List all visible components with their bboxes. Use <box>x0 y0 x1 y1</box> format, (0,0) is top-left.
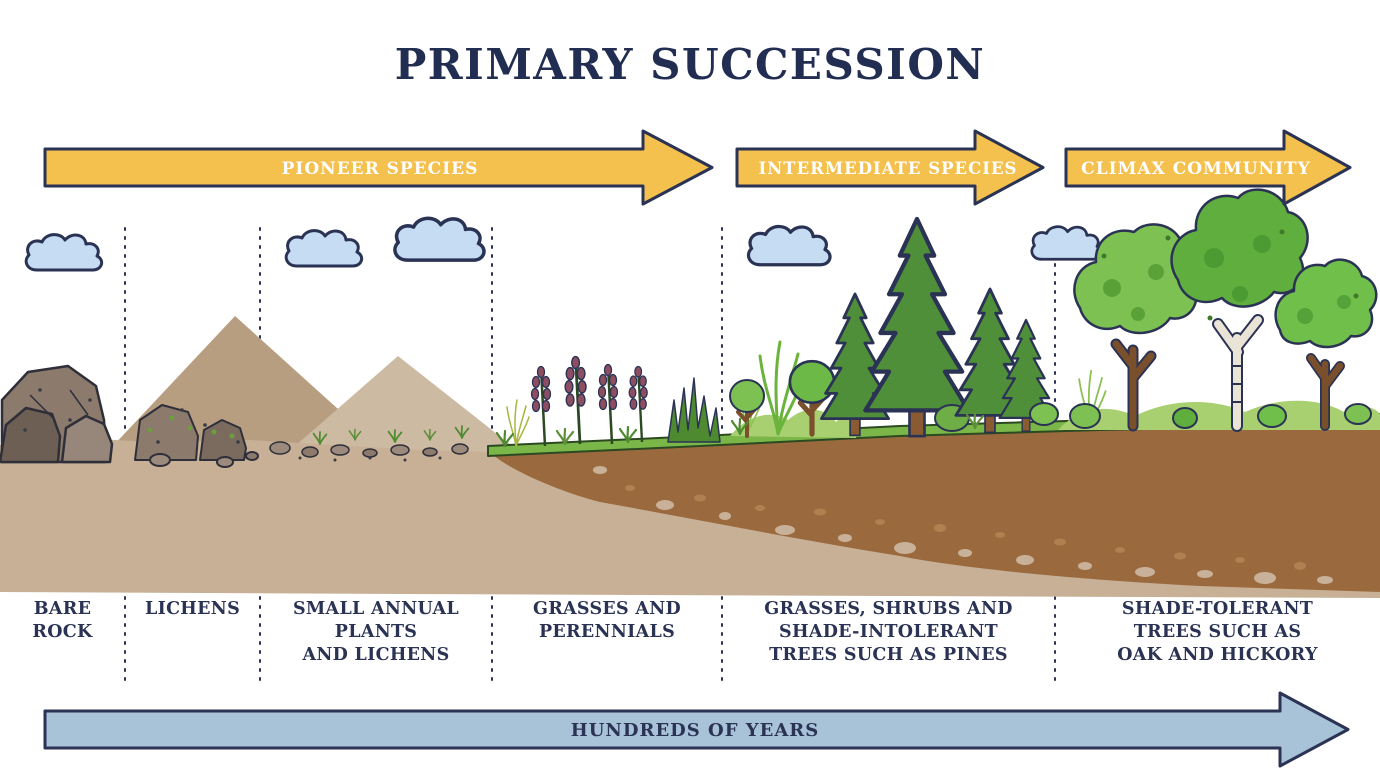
pioneer-arrow-label: PIONEER SPECIES <box>282 159 479 179</box>
intermediate-arrow-label: INTERMEDIATE SPECIES <box>759 159 1018 178</box>
cloud-icon <box>746 224 832 267</box>
cloud-icon <box>24 233 104 272</box>
stage-label-grasses-perennials: GRASSES AND PERENNIALS <box>532 599 682 643</box>
phase-arrows <box>43 129 1352 206</box>
flower-spike <box>627 365 649 444</box>
big-tree-birch <box>1170 188 1309 432</box>
lichen-rocks <box>23 388 259 468</box>
pioneer-arrow <box>43 129 714 206</box>
stage-label-bare-rock: BARE ROCK <box>32 599 93 643</box>
stage-label-lichens: LICHENS <box>144 599 241 619</box>
timeline-arrow <box>43 691 1350 768</box>
flower-spike <box>563 355 588 446</box>
leaf-dots <box>1101 229 1359 321</box>
bush <box>1172 407 1198 429</box>
intermediate-arrow <box>735 129 1045 206</box>
big-tree <box>1073 223 1202 432</box>
climax-forest <box>1069 188 1378 432</box>
bush <box>1029 402 1059 426</box>
bare-rock-boulders <box>0 364 114 464</box>
pine-tree <box>865 219 968 436</box>
bush <box>1069 403 1101 429</box>
stage-label-small-annual-plants: SMALL ANNUAL PLANTS AND LICHENS <box>292 599 460 666</box>
intermediate-trees <box>728 219 1059 436</box>
mountain <box>270 356 540 468</box>
soil-layer <box>490 420 1380 592</box>
cloud-icon <box>1030 225 1103 261</box>
bushes <box>1069 403 1372 429</box>
spiky-grass-bush <box>667 377 721 443</box>
climax-arrow <box>1064 129 1352 206</box>
cloud-icon <box>393 216 486 262</box>
stage-label-shade-tolerant-trees: SHADE-TOLERANT TREES SUCH AS OAK AND HIC… <box>1117 599 1318 666</box>
timeline-label: HUNDREDS OF YEARS <box>571 720 820 741</box>
climax-arrow-label: CLIMAX COMMUNITY <box>1081 159 1311 179</box>
flower-spike <box>597 363 619 446</box>
bush <box>1344 403 1372 425</box>
pebbles-and-sprouts <box>269 425 470 462</box>
flower-spike <box>530 365 552 448</box>
clouds <box>24 216 1103 272</box>
stage-label-shade-intolerant-trees: GRASSES, SHRUBS AND SHADE-INTOLERANT TRE… <box>764 599 1013 666</box>
bush <box>1257 404 1287 428</box>
diagram-title: PRIMARY SUCCESSION <box>394 40 986 89</box>
big-tree <box>1274 258 1378 431</box>
perennial-flowers <box>495 355 721 448</box>
cloud-icon <box>284 229 364 268</box>
